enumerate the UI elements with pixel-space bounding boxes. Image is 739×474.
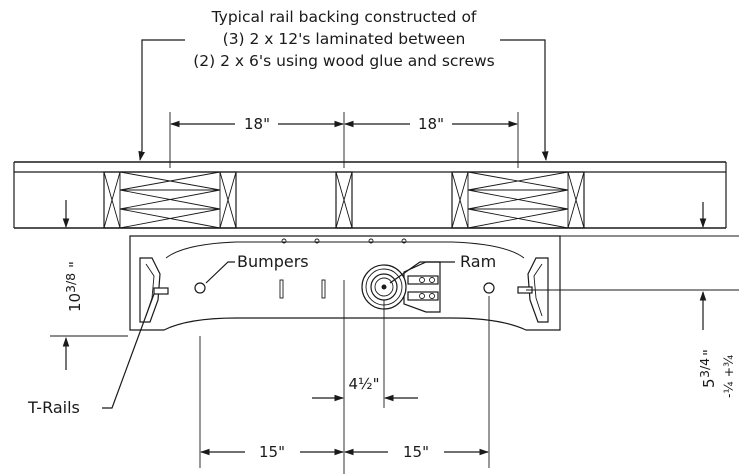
bumper-left-label: 15" bbox=[259, 443, 285, 461]
ram-center bbox=[381, 284, 387, 290]
t-rails-callout: T-Rails bbox=[27, 293, 155, 417]
car-top-curve bbox=[165, 241, 525, 259]
bumpers-callout: Bumpers bbox=[205, 252, 309, 284]
caption-line-1: Typical rail backing constructed of bbox=[211, 8, 477, 26]
bumper-right bbox=[483, 282, 495, 294]
slot bbox=[321, 279, 326, 299]
rail-height-tolerance: -¼ +¾ bbox=[721, 355, 736, 398]
ram-label: Ram bbox=[460, 252, 496, 271]
rail-height-fraction: 3/4 bbox=[697, 358, 712, 378]
rivet bbox=[368, 238, 374, 244]
ram-offset-label: 4½" bbox=[349, 375, 380, 393]
spacing-dimension: 18" 18" bbox=[169, 112, 519, 168]
ram-assembly bbox=[361, 261, 441, 313]
guide-bracket-right-inner bbox=[533, 263, 543, 317]
caption-leader-right bbox=[500, 39, 546, 150]
rail-height-inch-mark: " bbox=[700, 349, 718, 356]
backing-block-right bbox=[451, 171, 585, 229]
wall-section bbox=[13, 161, 727, 229]
ram-offset-dimension: 4½" bbox=[312, 280, 418, 474]
t-rail-left bbox=[153, 287, 169, 295]
height-fraction: 3/8 bbox=[63, 273, 78, 293]
rivet bbox=[281, 238, 287, 244]
caption-leader-right-end bbox=[541, 149, 549, 161]
height-inch-mark: " bbox=[66, 261, 84, 268]
height-whole: 10 bbox=[66, 293, 84, 312]
caption: Typical rail backing constructed of (3) … bbox=[138, 8, 549, 161]
rail-height-dimension: 5 3/4 " -¼ +¾ bbox=[526, 202, 739, 398]
height-dimension: 10 3/8 " bbox=[50, 200, 128, 370]
center-stud bbox=[335, 171, 353, 229]
backing-block-left bbox=[103, 171, 237, 229]
caption-leader-left-end bbox=[138, 149, 145, 161]
ram-callout: Ram bbox=[389, 252, 496, 284]
car-outline bbox=[129, 235, 561, 331]
bumper-right-label: 15" bbox=[403, 443, 429, 461]
spacing-left-label: 18" bbox=[244, 115, 270, 133]
car-body bbox=[129, 235, 561, 331]
slot bbox=[279, 279, 284, 299]
caption-leader-left bbox=[141, 39, 185, 150]
bumper-spacing-dimension: 15" 15" bbox=[199, 296, 490, 468]
bumper-left bbox=[194, 282, 206, 294]
caption-line-3: (2) 2 x 6's using wood glue and screws bbox=[193, 52, 495, 70]
rail-height-whole: 5 bbox=[700, 378, 718, 388]
rivet bbox=[401, 238, 407, 244]
caption-line-2: (3) 2 x 12's laminated between bbox=[223, 30, 466, 48]
spacing-right-label: 18" bbox=[418, 115, 444, 133]
bumpers-label: Bumpers bbox=[237, 252, 309, 271]
rivet bbox=[314, 238, 320, 244]
t-rails-label: T-Rails bbox=[27, 398, 80, 417]
guide-bracket-left bbox=[139, 257, 161, 323]
